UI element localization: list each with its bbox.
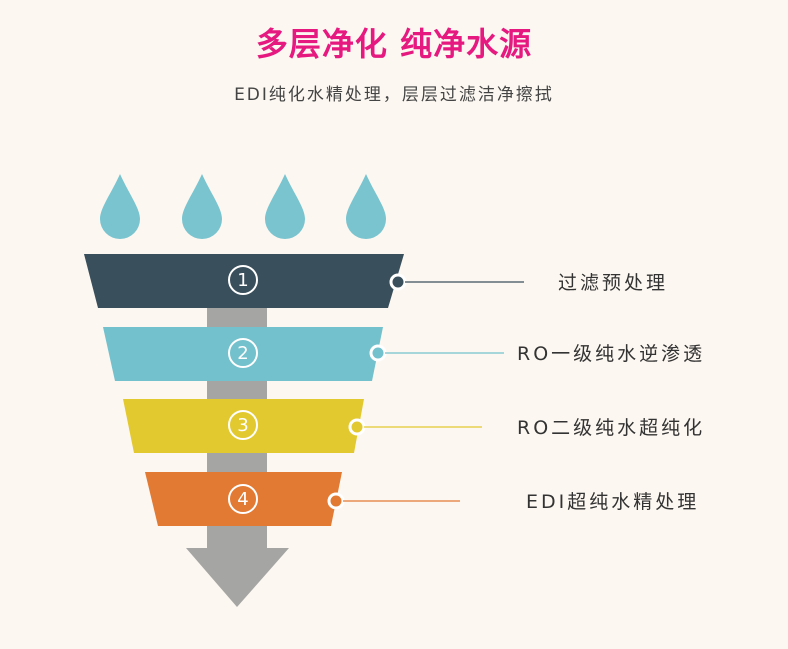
water-drop-icon [346,174,386,239]
water-drop-icon [100,174,140,239]
stage-4-number: 4 [237,489,248,510]
stage-3-label: RO二级纯水超纯化 [517,417,705,439]
stage-4-label: EDI超纯水精处理 [526,491,699,513]
stage-4-number-circle [228,484,258,514]
stage-4-band [145,472,342,526]
stage-3-number-circle [228,410,258,440]
water-drop-icon [182,174,222,239]
stage-2-label: RO一级纯水逆渗透 [517,343,705,365]
water-drop-icon [265,174,305,239]
page-subtitle: EDI纯化水精处理，层层过滤洁净擦拭 [234,85,554,105]
stage-1-number-circle [228,265,258,295]
stage-3-connector-dot [348,418,366,436]
stage-2-number-circle [228,338,258,368]
stage-2: 2 RO一级纯水逆渗透 [103,327,705,381]
stage-3-number: 3 [237,415,248,436]
stage-1-number: 1 [237,270,248,291]
stage-1: 1 过滤预处理 [84,254,668,308]
stage-4: 4 EDI超纯水精处理 [145,472,699,526]
stage-1-label: 过滤预处理 [558,272,668,294]
stage-3: 3 RO二级纯水超纯化 [123,399,705,453]
stage-2-number: 2 [237,343,248,364]
stage-3-band [123,399,364,453]
stage-2-band [103,327,383,381]
arrow-head [186,548,289,607]
stage-2-connector-dot [369,344,387,362]
stage-1-connector-dot [389,273,407,291]
stage-1-band [84,254,404,308]
stage-4-connector-dot [327,492,345,510]
water-drops [100,174,386,239]
page-title: 多层净化 纯净水源 [255,25,533,63]
